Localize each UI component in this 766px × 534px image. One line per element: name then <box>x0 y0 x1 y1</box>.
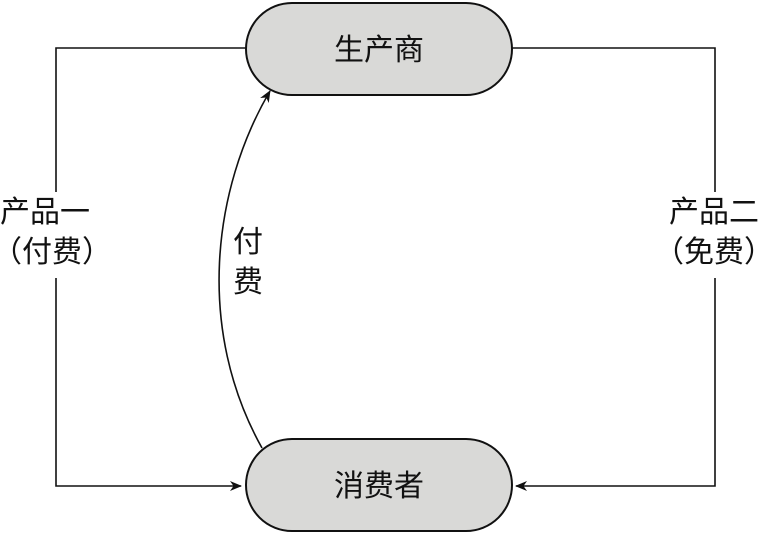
edge-product-one-line-bottom <box>55 278 242 491</box>
edge-product-two-label-line1: 产品二 <box>669 195 759 230</box>
node-consumer-shape <box>245 438 513 532</box>
edge-product-one: 产品一 （付费） <box>0 47 246 491</box>
edge-payment-label-char1: 付 <box>233 225 263 260</box>
edge-product-two-label-line2: （免费） <box>654 235 766 270</box>
edge-product-one-line-top <box>55 47 246 192</box>
edge-payment-curve <box>218 90 271 449</box>
node-consumer: 消费者 <box>245 438 513 532</box>
node-producer-shape <box>245 2 513 96</box>
edge-product-one-label-line1: 产品一 <box>0 195 90 230</box>
node-producer: 生产商 <box>245 2 513 96</box>
edge-product-two: 产品二 （免费） <box>510 47 766 491</box>
edge-payment-label-char2: 费 <box>233 265 263 300</box>
node-producer-label: 生产商 <box>334 33 424 68</box>
edge-product-two-line-bottom <box>515 278 716 491</box>
edge-payment: 付 费 <box>218 90 271 449</box>
edge-product-two-line-top <box>510 47 716 192</box>
edge-product-one-label-line2: （付费） <box>0 235 112 270</box>
node-consumer-label: 消费者 <box>334 469 424 504</box>
